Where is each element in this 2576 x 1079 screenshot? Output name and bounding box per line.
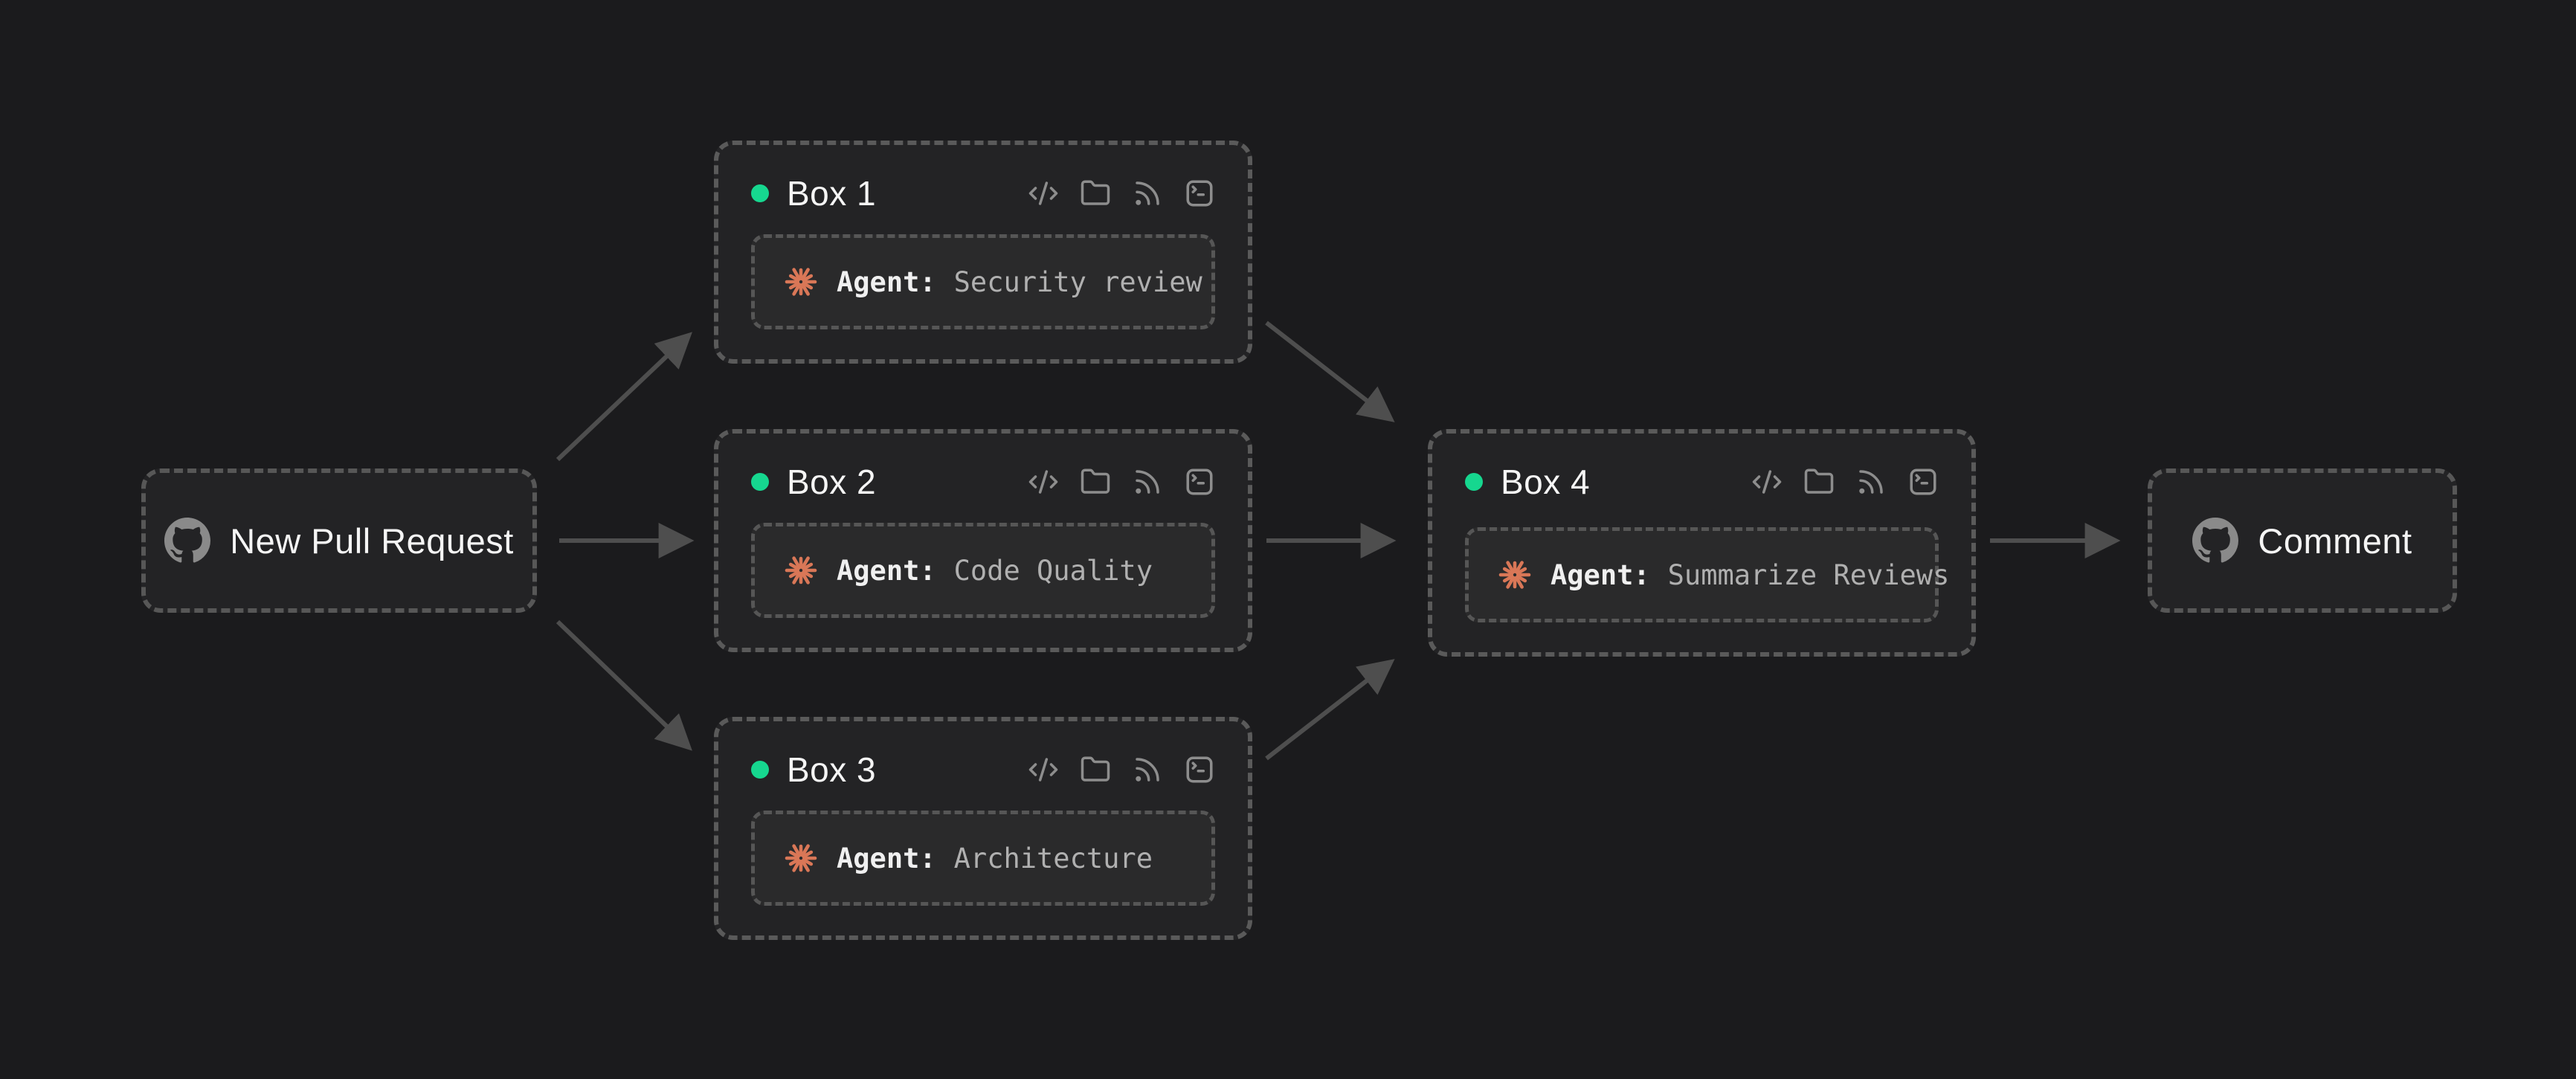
- box-header: Box 3: [751, 750, 1215, 790]
- agent-value: Architecture: [953, 842, 1153, 875]
- code-icon[interactable]: [1028, 178, 1059, 209]
- status-dot: [1465, 473, 1483, 491]
- status-dot: [751, 184, 769, 202]
- github-icon: [2192, 518, 2238, 564]
- code-icon[interactable]: [1028, 754, 1059, 785]
- agent-value: Summarize Reviews: [1667, 558, 1950, 591]
- box-toolbar: [1028, 754, 1215, 785]
- box-title: Box 4: [1501, 463, 1591, 501]
- rss-icon[interactable]: [1132, 466, 1163, 497]
- box-header: Box 4: [1465, 462, 1939, 502]
- box-title: Box 1: [787, 174, 877, 213]
- code-icon[interactable]: [1751, 466, 1783, 497]
- rss-icon[interactable]: [1132, 178, 1163, 209]
- status-dot: [751, 473, 769, 491]
- node-box-1[interactable]: Box 1 Agent: Security review: [714, 141, 1252, 364]
- box-toolbar: [1028, 178, 1215, 209]
- folder-icon[interactable]: [1080, 466, 1111, 497]
- node-label: New Pull Request: [230, 521, 514, 561]
- box-title: Box 2: [787, 463, 877, 501]
- node-comment[interactable]: Comment: [2148, 468, 2457, 613]
- folder-icon[interactable]: [1803, 466, 1835, 497]
- agent-pill[interactable]: Agent: Architecture: [751, 811, 1215, 906]
- edge-box3-to-box4: [1265, 659, 1395, 761]
- box-toolbar: [1751, 466, 1939, 497]
- agent-value: Code Quality: [953, 554, 1153, 587]
- box-title: Box 3: [787, 750, 877, 789]
- box-header: Box 1: [751, 173, 1215, 213]
- edge-box1-to-box4: [1265, 321, 1395, 422]
- edge-pr-to-box3: [556, 619, 692, 751]
- folder-icon[interactable]: [1080, 754, 1111, 785]
- agent-label: Agent:: [837, 554, 936, 587]
- agent-pill[interactable]: Agent: Code Quality: [751, 523, 1215, 618]
- claude-starburst-icon: [1497, 557, 1533, 593]
- node-box-3[interactable]: Box 3 Agent: Architecture: [714, 717, 1252, 940]
- agent-label: Agent:: [837, 842, 936, 875]
- status-dot: [751, 761, 769, 779]
- node-new-pull-request[interactable]: New Pull Request: [141, 468, 537, 613]
- terminal-icon[interactable]: [1184, 178, 1215, 209]
- agent-label: Agent:: [837, 265, 936, 298]
- box-toolbar: [1028, 466, 1215, 497]
- agent-label: Agent:: [1551, 558, 1650, 591]
- node-box-2[interactable]: Box 2 Agent: Code Quality: [714, 429, 1252, 652]
- box-header: Box 2: [751, 462, 1215, 502]
- claude-starburst-icon: [783, 264, 819, 300]
- edge-pr-to-box1: [556, 332, 692, 462]
- terminal-icon[interactable]: [1184, 466, 1215, 497]
- agent-value: Security review: [953, 265, 1202, 298]
- node-label: Comment: [2258, 521, 2412, 561]
- agent-pill[interactable]: Agent: Security review: [751, 234, 1215, 329]
- node-box-4[interactable]: Box 4 Agent: Summarize Reviews: [1428, 429, 1976, 657]
- rss-icon[interactable]: [1132, 754, 1163, 785]
- terminal-icon[interactable]: [1907, 466, 1939, 497]
- folder-icon[interactable]: [1080, 178, 1111, 209]
- claude-starburst-icon: [783, 840, 819, 876]
- code-icon[interactable]: [1028, 466, 1059, 497]
- github-icon: [164, 518, 210, 564]
- claude-starburst-icon: [783, 553, 819, 588]
- rss-icon[interactable]: [1855, 466, 1887, 497]
- terminal-icon[interactable]: [1184, 754, 1215, 785]
- agent-pill[interactable]: Agent: Summarize Reviews: [1465, 527, 1949, 622]
